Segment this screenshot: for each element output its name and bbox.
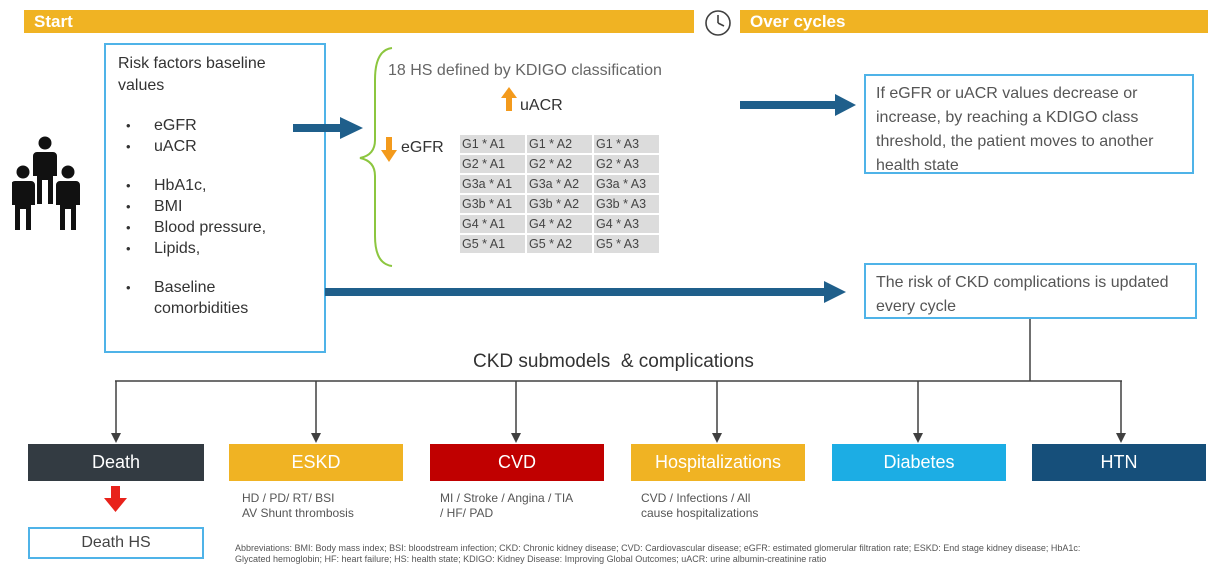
abbreviations-text: Abbreviations: BMI: Body mass index; BSI… (235, 543, 1081, 564)
transition-note-box: If eGFR or uACR values decrease or incre… (864, 74, 1194, 174)
people-icon (12, 136, 80, 230)
hs-cell: G2 * A2 (527, 155, 592, 173)
submodel-htn: HTN (1032, 444, 1206, 481)
death-down-arrow (104, 486, 127, 512)
risk-factors-list-2: HbA1c, BMI Blood pressure, Lipids, (118, 175, 314, 259)
submodel-eskd: ESKD (229, 444, 403, 481)
egfr-label: eGFR (401, 139, 444, 156)
submodel-death: Death (28, 444, 204, 481)
risk-update-text: The risk of CKD complications is updated… (876, 274, 1169, 315)
submodel-cvd: CVD (430, 444, 604, 481)
uacr-label: uACR (520, 97, 563, 114)
transition-note-text: If eGFR or uACR values decrease or incre… (876, 85, 1154, 174)
risk-update-box: The risk of CKD complications is updated… (864, 263, 1197, 319)
death-hs-label: Death HS (81, 534, 151, 551)
egfr-down-arrow (381, 137, 397, 162)
eskd-note: HD / PD/ RT/ BSI AV Shunt thrombosis (242, 491, 354, 520)
hs-grid: G1 * A1 G1 * A2 G1 * A3 G2 * A1 G2 * A2 … (458, 133, 661, 255)
uacr-up-arrow (501, 87, 517, 111)
death-hs-box: Death HS (28, 527, 204, 559)
risk-factors-title: Risk factors baseline values (118, 55, 266, 94)
submodel-hospitalizations: Hospitalizations (631, 444, 805, 481)
hs-row: G2 * A1 G2 * A2 G2 * A3 (460, 155, 659, 173)
hs-cell: G4 * A2 (527, 215, 592, 233)
brace (359, 47, 393, 267)
hs-cell: G5 * A1 (460, 235, 525, 253)
arrow-to-transition-note (740, 94, 856, 116)
arrow-to-hs (293, 117, 363, 139)
hs-cell: G3b * A3 (594, 195, 659, 213)
risk-factor-item: Blood pressure, (118, 217, 314, 238)
hs-cell: G1 * A2 (527, 135, 592, 153)
risk-factor-item: BMI (118, 196, 314, 217)
risk-factor-item: HbA1c, (118, 175, 314, 196)
start-header-bar: Start (24, 10, 694, 33)
start-label: Start (34, 12, 73, 31)
hs-row: G1 * A1 G1 * A2 G1 * A3 (460, 135, 659, 153)
hs-row: G4 * A1 G4 * A2 G4 * A3 (460, 215, 659, 233)
risk-factor-item: eGFR (118, 115, 314, 136)
cvd-note: MI / Stroke / Angina / TIA / HF/ PAD (440, 491, 574, 520)
submodel-diabetes: Diabetes (832, 444, 1006, 481)
risk-factors-list-1: eGFR uACR (118, 115, 314, 157)
hs-cell: G4 * A3 (594, 215, 659, 233)
hs-cell: G3b * A1 (460, 195, 525, 213)
hs-cell: G1 * A3 (594, 135, 659, 153)
hs-cell: G3a * A3 (594, 175, 659, 193)
hs-cell: G4 * A1 (460, 215, 525, 233)
hs-row: G3a * A1 G3a * A2 G3a * A3 (460, 175, 659, 193)
hs-cell: G3a * A1 (460, 175, 525, 193)
arrow-to-risk-update (325, 281, 846, 303)
hs-row: G5 * A1 G5 * A2 G5 * A3 (460, 235, 659, 253)
submodels-title: CKD submodels & complications (473, 351, 754, 372)
hs-row: G3b * A1 G3b * A2 G3b * A3 (460, 195, 659, 213)
risk-factor-item: Baseline comorbidities (118, 277, 264, 319)
hs-cell: G1 * A1 (460, 135, 525, 153)
hs-cell: G3b * A2 (527, 195, 592, 213)
hs-cell: G5 * A2 (527, 235, 592, 253)
risk-factors-list-3: Baseline comorbidities (118, 277, 314, 319)
risk-factors-box: Risk factors baseline values eGFR uACR H… (104, 43, 326, 353)
risk-factor-item: Lipids, (118, 238, 314, 259)
hs-cell: G3a * A2 (527, 175, 592, 193)
hs-cell: G2 * A1 (460, 155, 525, 173)
clock-icon (705, 10, 731, 36)
over-cycles-label: Over cycles (750, 12, 846, 31)
hs-cell: G2 * A3 (594, 155, 659, 173)
hospitalizations-note: CVD / Infections / All cause hospitaliza… (641, 491, 759, 520)
over-cycles-header-bar: Over cycles (740, 10, 1208, 33)
hs-cell: G5 * A3 (594, 235, 659, 253)
risk-factor-item: uACR (118, 136, 314, 157)
hs-title: 18 HS defined by KDIGO classification (388, 62, 662, 79)
